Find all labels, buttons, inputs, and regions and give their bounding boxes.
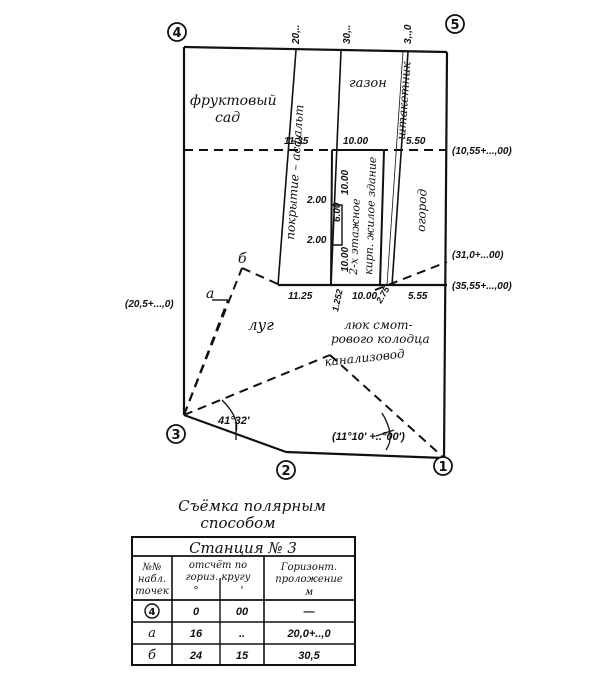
dim-5-50: 5.50 xyxy=(406,136,426,147)
dim-10-00-top: 10.00 xyxy=(343,136,368,147)
fence-line xyxy=(386,51,409,286)
dim-6-00: 6.00 xyxy=(332,202,343,222)
dim-2-75: 2.75 xyxy=(374,284,392,306)
dim-11-25: 11.25 xyxy=(288,291,313,302)
header-no: №№ xyxy=(142,562,162,573)
ray-hatch xyxy=(374,261,448,291)
station-4-label: 4 xyxy=(172,26,181,41)
station-table: Станция № 3 №№ набл. точек отсчёт по гор… xyxy=(131,536,356,666)
meadow-label: луг xyxy=(248,316,274,334)
header-nabl: набл. xyxy=(138,574,166,585)
station-2-label: 2 xyxy=(281,464,290,479)
dim-10-00-lower: 10.00 xyxy=(340,247,351,272)
side-label-l1: (20,5+...,0) xyxy=(125,299,174,310)
header-tochek: точек xyxy=(135,586,169,597)
ray-a xyxy=(183,299,229,416)
header-distance: проложение xyxy=(275,574,343,585)
header-horizontal: Горизонт. xyxy=(280,562,337,573)
caption-line-2: способом xyxy=(200,514,275,532)
row-1-min: 00 xyxy=(236,606,249,618)
fence-label: штакетник xyxy=(394,60,413,140)
dim-1-252: 1.252 xyxy=(330,288,344,312)
row-2-dist: 20,0+..,0 xyxy=(286,628,331,640)
row-2-min: .. xyxy=(239,628,245,640)
station-4: 4 xyxy=(167,22,187,42)
measure-lines xyxy=(183,149,448,459)
angle-11-10: (11°10' +..°00') xyxy=(332,431,405,443)
row-3-min: 15 xyxy=(236,650,249,662)
north-boundary xyxy=(183,45,448,54)
caption-line-1: Съёмка полярным xyxy=(178,497,326,515)
hatch-label: люк смот- xyxy=(344,318,413,332)
row-1-point: 4 xyxy=(149,607,156,618)
dim-2-00-a: 2.00 xyxy=(306,195,327,206)
south-boundary-right xyxy=(285,450,445,460)
row-1-deg: 0 xyxy=(193,606,200,618)
link-b xyxy=(241,267,281,286)
top-label-3: 3,.,0 xyxy=(403,24,414,44)
top-label-20: 20,.. xyxy=(291,25,302,45)
ray-sewer-right xyxy=(329,354,445,459)
station-5: 5 xyxy=(445,14,465,34)
top-label-30: 30,.. xyxy=(342,25,353,44)
row-1-point-circle xyxy=(144,603,160,619)
side-label-r2: (31,0+...00) xyxy=(452,250,504,261)
garden-label: огород xyxy=(414,188,430,232)
asphalt-strip xyxy=(277,49,342,286)
station-3-label: 3 xyxy=(171,428,180,443)
angle-41-32: 41°32' xyxy=(217,415,250,427)
side-label-r1: (10,55+...,00) xyxy=(452,146,512,157)
sewer-label: канализовод xyxy=(324,347,406,369)
row-2-deg: 16 xyxy=(190,628,203,640)
orchard-label-2: сад xyxy=(215,110,240,126)
orchard-label: фруктовый xyxy=(190,93,277,109)
dim-5-55: 5.55 xyxy=(408,291,428,302)
point-b-label: б xyxy=(238,251,247,267)
angle-arcs xyxy=(221,399,395,451)
dim-2-00-b: 2.00 xyxy=(306,235,327,246)
row-3-point: б xyxy=(148,648,156,663)
row-3-dist: 30,5 xyxy=(298,650,320,662)
station-3: 3 xyxy=(166,424,186,444)
station-1: 1 xyxy=(433,456,453,476)
header-horiz-circle: гориз. кругу xyxy=(186,572,251,583)
header-degrees: ° xyxy=(193,584,199,597)
hatch-label-2: рового колодца xyxy=(331,332,430,346)
dim-10-00-front: 10.00 xyxy=(352,291,377,302)
house-label-2: кирп. жилое здание xyxy=(362,156,379,275)
dim-11-35: 11.35 xyxy=(284,136,309,147)
lawn-label: газон xyxy=(349,76,387,91)
header-minutes: ' xyxy=(240,584,243,597)
parcel-outline xyxy=(182,45,449,460)
house-label: 2-х этажное xyxy=(347,198,363,276)
south-boundary-left xyxy=(183,413,287,454)
point-a-label: а xyxy=(206,286,214,302)
station-2: 2 xyxy=(276,460,296,480)
header-reading: отсчёт по xyxy=(189,560,247,571)
row-1-dist: — xyxy=(303,606,316,618)
header-unit: м xyxy=(305,587,313,598)
station-1-label: 1 xyxy=(438,460,447,475)
east-boundary xyxy=(442,51,449,459)
dim-10-00-house: 10.00 xyxy=(340,170,351,195)
row-3-deg: 24 xyxy=(189,650,202,662)
table-title: Станция № 3 xyxy=(189,539,297,557)
ray-sewer-left xyxy=(183,354,331,416)
row-2-point: а xyxy=(148,626,156,641)
station-5-label: 5 xyxy=(450,18,459,33)
side-label-r3: (35,55+...,00) xyxy=(452,281,512,292)
house-outline xyxy=(330,149,385,286)
